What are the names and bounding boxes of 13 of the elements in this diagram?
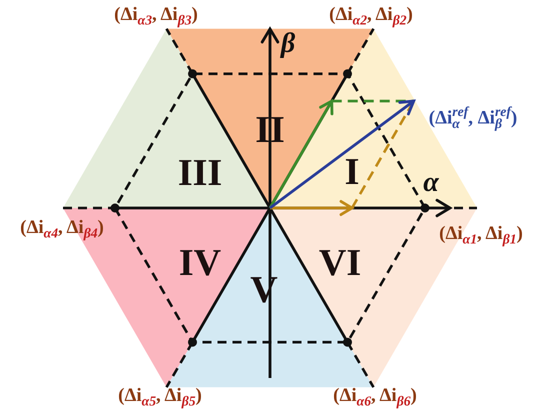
sector-numeral: VI	[318, 244, 362, 282]
sector-numeral: IV	[178, 244, 222, 282]
coordinate-label: (Δi$_{α3}$, Δi$_{β3}$)	[114, 4, 198, 28]
coordinate-label: (Δi$_{α4}$, Δi$_{β4}$)	[20, 218, 104, 240]
coordinate-label: (Δi$_{α2}$, Δi$_{β2}$)	[329, 4, 413, 28]
axis-label: α	[423, 169, 439, 197]
axis-label: β	[280, 30, 296, 58]
coordinate-label: (Δi$_{α6}$, Δi$_{β6}$)	[333, 386, 417, 408]
coordinate-label: (Δi$_{α5}$, Δi$_{β5}$)	[118, 386, 202, 408]
sector-numeral: III	[178, 154, 222, 192]
reference-point-label: (Δi$_{α}$$^{ref}$, Δi$_{β}$$^{ref}$)	[428, 105, 518, 131]
sector-numeral: I	[344, 153, 360, 191]
coordinate-label: (Δi$_{α1}$, Δi$_{β1}$)	[439, 224, 523, 246]
